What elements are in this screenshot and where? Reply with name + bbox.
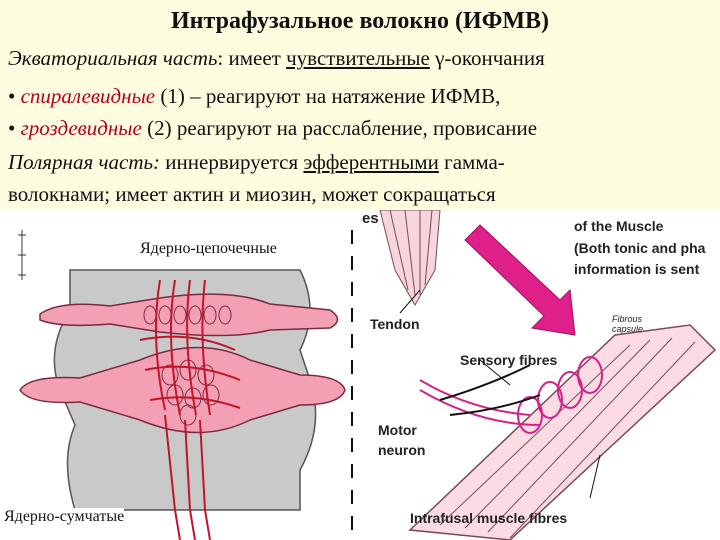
label-note-3: information is sent bbox=[574, 261, 699, 277]
right-spindle-figure bbox=[360, 210, 720, 540]
label-top-cut: es bbox=[362, 210, 379, 227]
text-line-polar: Полярная часть: иннервируется эфферентны… bbox=[8, 150, 505, 174]
label-neuron: neuron bbox=[378, 442, 425, 458]
label-motor: Motor bbox=[378, 422, 417, 438]
text-cluster: (2) реагируют на расслабление, провисани… bbox=[142, 116, 537, 140]
text-polar-a: иннервируется bbox=[160, 150, 303, 174]
text-polar-b: гамма- bbox=[439, 150, 505, 174]
text-equatorial-a: : имеет bbox=[217, 46, 286, 70]
underlined-efferent: эфферентными bbox=[303, 150, 438, 174]
label-sensory: Sensory fibres bbox=[460, 352, 557, 368]
text-line-fibres: волокнами; имеет актин и миозин, может с… bbox=[8, 182, 496, 206]
information-arrow bbox=[465, 225, 575, 335]
bullet-1: • bbox=[8, 84, 21, 108]
scale-strip bbox=[18, 230, 26, 280]
term-equatorial: Экваториальная часть bbox=[8, 46, 217, 70]
label-fibrous: Fibrous bbox=[612, 314, 642, 324]
label-note-1: of the Muscle bbox=[574, 218, 663, 234]
intrafusal-bundle bbox=[410, 325, 715, 540]
text-spiral: (1) – реагируют на натяжение ИФМВ, bbox=[155, 84, 500, 108]
text-line-equatorial: Экваториальная часть: имеет чувствительн… bbox=[8, 46, 545, 70]
underlined-sensory: чувствительные bbox=[286, 46, 430, 70]
text-line-spiral: • спиралевидные (1) – реагируют на натяж… bbox=[8, 84, 500, 108]
label-capsule: capsule bbox=[612, 324, 643, 334]
term-polar: Полярная часть: bbox=[8, 150, 160, 174]
label-note-2: (Both tonic and pha bbox=[574, 240, 705, 256]
text-equatorial-b: γ-окончания bbox=[430, 46, 545, 70]
tendon-bundle bbox=[380, 210, 440, 305]
text-fibres: волокнами; имеет актин и миозин, может с… bbox=[8, 182, 496, 206]
term-spiral: спиралевидные bbox=[21, 84, 156, 108]
label-intrafusal: Intrafusal muscle fibres bbox=[410, 510, 567, 526]
bullet-2: • bbox=[8, 116, 21, 140]
caption-chain: Ядерно-цепочечные bbox=[140, 240, 277, 258]
caption-bag: Ядерно-сумчатые bbox=[4, 508, 124, 526]
figure-panel: Ядерно-цепочечные Ядерно-сумчатые bbox=[0, 210, 720, 540]
left-spindle-figure bbox=[0, 210, 360, 540]
text-line-cluster: • гроздевидные (2) реагируют на расслабл… bbox=[8, 116, 537, 140]
label-tendon: Tendon bbox=[370, 316, 420, 332]
slide-title: Интрафузальное волокно (ИФМВ) bbox=[0, 8, 720, 35]
term-cluster: гроздевидные bbox=[21, 116, 142, 140]
